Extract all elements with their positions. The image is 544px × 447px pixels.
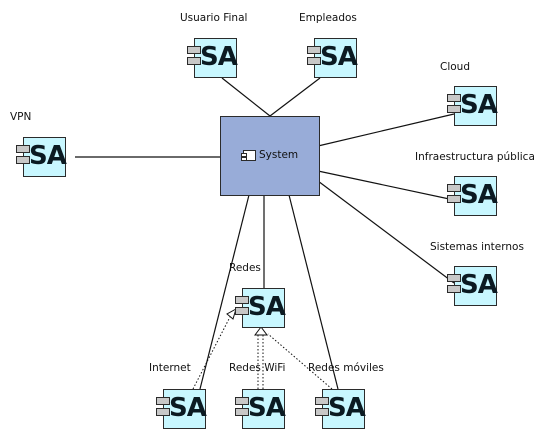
infraestructura-publica-label: Infraestructura pública xyxy=(415,151,535,163)
component-tab xyxy=(16,156,30,164)
sa-component-body xyxy=(322,389,365,429)
sa-component-body xyxy=(194,38,237,78)
internet-label: Internet xyxy=(149,362,191,374)
redes-component[interactable]: SA xyxy=(235,288,286,328)
link-system-redes-moviles xyxy=(288,194,339,390)
sa-component-icon: SA xyxy=(320,42,358,72)
link-system-cloud xyxy=(317,113,455,147)
sa-component-icon: SA xyxy=(200,42,238,72)
link-system-empleados xyxy=(269,77,321,117)
link-system-internet xyxy=(199,194,250,390)
sa-component-icon: SA xyxy=(460,180,498,210)
sa-component-icon: SA xyxy=(460,90,498,120)
sa-component-body xyxy=(454,86,497,126)
redes-moviles-label: Redes móviles xyxy=(308,362,384,374)
system-label: System xyxy=(259,149,299,161)
component-tab xyxy=(447,94,461,102)
sistemas-internos-label: Sistemas internos xyxy=(430,241,524,253)
infraestructura-publica-component[interactable]: SA xyxy=(447,176,498,216)
link-system-infraestructura xyxy=(317,170,455,201)
component-tab xyxy=(307,57,321,65)
link-system-sistemas-internos xyxy=(317,180,455,284)
internet-component[interactable]: SA xyxy=(156,389,207,429)
generalization-arrowhead-wifi xyxy=(254,326,268,336)
redes-moviles-component[interactable]: SA xyxy=(315,389,366,429)
generalization-moviles-redes xyxy=(267,333,333,390)
component-tab xyxy=(235,296,249,304)
component-tab xyxy=(447,285,461,293)
link-system-usuario-final xyxy=(221,77,271,117)
component-tab xyxy=(156,408,170,416)
redes-wifi-component[interactable]: SA xyxy=(235,389,286,429)
component-tab xyxy=(315,397,329,405)
sa-component-icon: SA xyxy=(460,270,498,300)
sa-component-icon: SA xyxy=(29,141,67,171)
component-tab xyxy=(16,145,30,153)
component-tab xyxy=(447,274,461,282)
system-header: System xyxy=(241,149,299,161)
component-tab xyxy=(235,307,249,315)
component-tab xyxy=(447,195,461,203)
vpn-component[interactable]: SA xyxy=(16,137,67,177)
sa-component-icon: SA xyxy=(248,292,286,322)
component-tab xyxy=(307,46,321,54)
component-tab xyxy=(447,184,461,192)
sa-component-body xyxy=(163,389,206,429)
sistemas-internos-component[interactable]: SA xyxy=(447,266,498,306)
cloud-component[interactable]: SA xyxy=(447,86,498,126)
sa-component-body xyxy=(23,137,66,177)
sa-component-icon: SA xyxy=(248,393,286,423)
redes-wifi-label: Redes WiFi xyxy=(229,362,286,374)
sa-component-icon: SA xyxy=(169,393,207,423)
cloud-label: Cloud xyxy=(440,61,470,73)
vpn-label: VPN xyxy=(10,111,32,123)
empleados-component[interactable]: SA xyxy=(307,38,358,78)
component-tab xyxy=(235,408,249,416)
component-tab xyxy=(315,408,329,416)
usuario-final-component[interactable]: SA xyxy=(187,38,238,78)
component-tab xyxy=(447,105,461,113)
generalization-arrowhead-internet xyxy=(226,307,237,320)
generalization-internet-redes xyxy=(192,314,232,390)
component-tab xyxy=(187,46,201,54)
sa-component-body xyxy=(454,176,497,216)
component-icon xyxy=(241,149,256,161)
system-component[interactable]: System xyxy=(220,116,320,196)
component-tab xyxy=(235,397,249,405)
sa-component-body xyxy=(454,266,497,306)
empleados-label: Empleados xyxy=(299,12,357,24)
usuario-final-label: Usuario Final xyxy=(180,12,248,24)
component-tab xyxy=(156,397,170,405)
component-tab xyxy=(187,57,201,65)
sa-component-icon: SA xyxy=(328,393,366,423)
redes-label: Redes xyxy=(229,262,261,274)
